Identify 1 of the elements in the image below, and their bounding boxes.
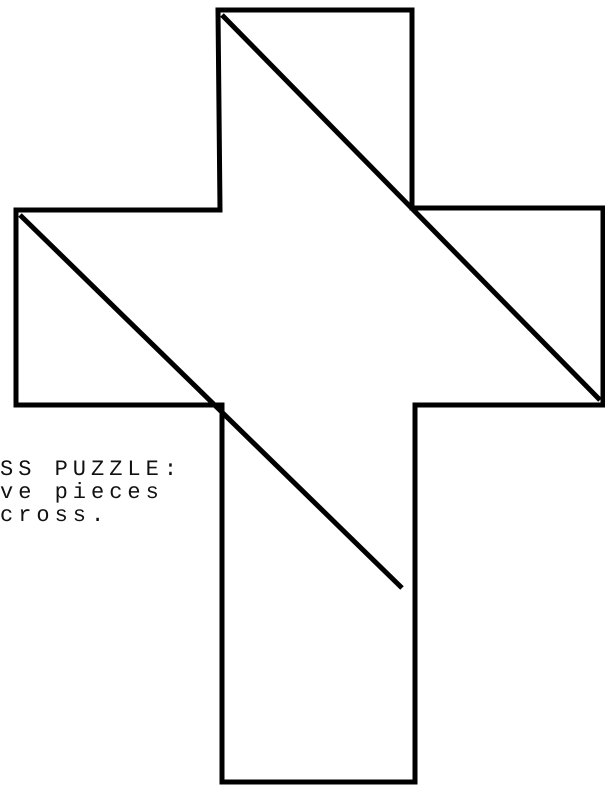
puzzle-caption: SS PUZZLE: ve pieces cross. — [0, 458, 184, 527]
